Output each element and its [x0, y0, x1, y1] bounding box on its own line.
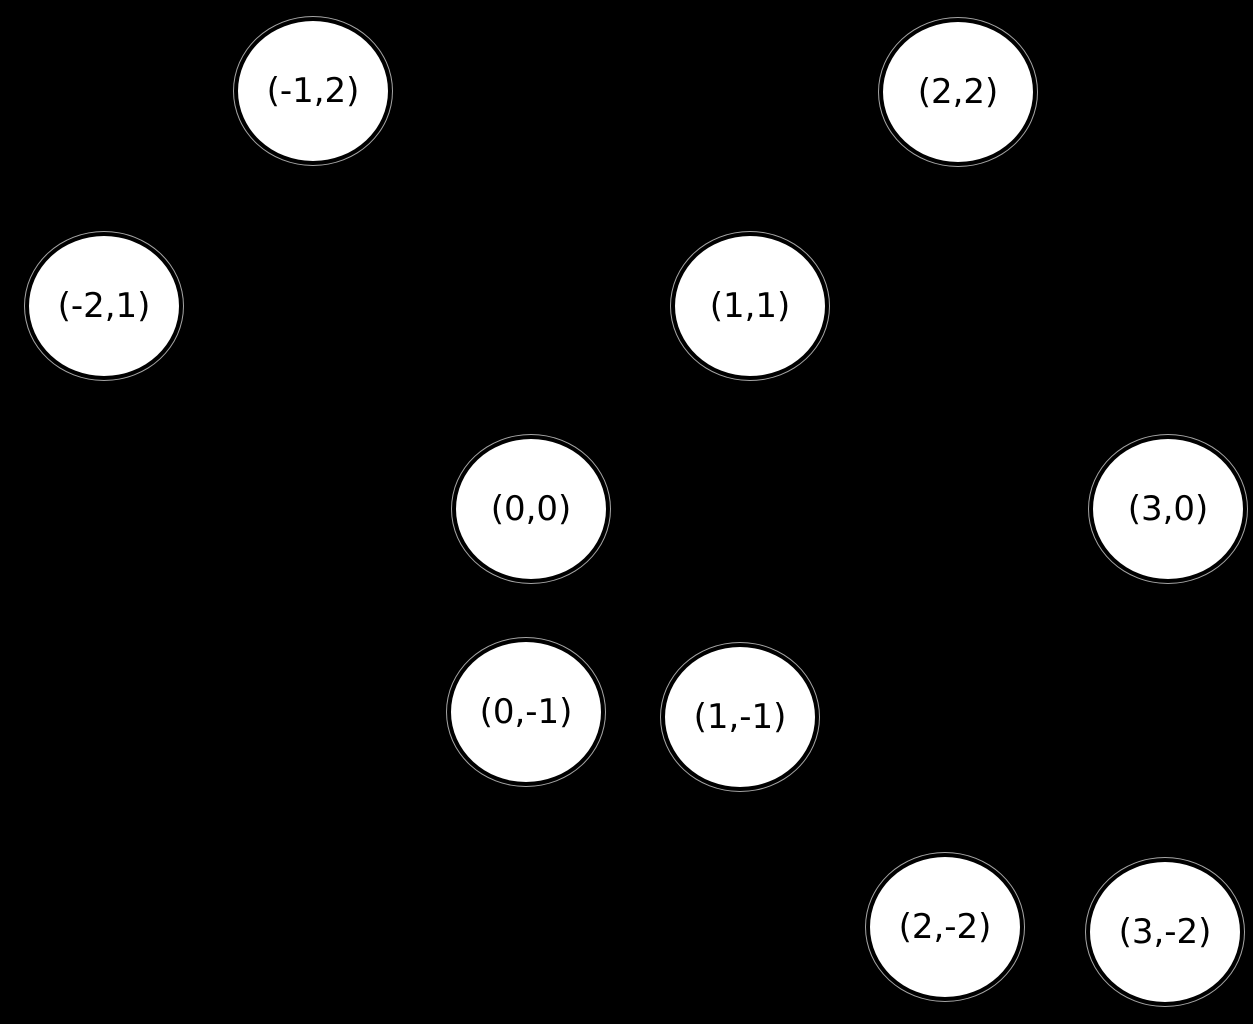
graph-node: (-2,1): [25, 232, 183, 380]
node-label: (0,-1): [479, 692, 573, 732]
graph-node: (0,0): [452, 435, 610, 583]
node-label: (-2,1): [57, 286, 151, 326]
graph-node: (-1,2): [234, 17, 392, 165]
graph-node: (2,-2): [866, 853, 1024, 1001]
graph-node: (3,0): [1089, 435, 1247, 583]
node-label: (3,-2): [1118, 912, 1212, 952]
graph-node: (1,1): [671, 232, 829, 380]
node-label: (2,-2): [898, 907, 992, 947]
node-label: (1,1): [709, 286, 791, 326]
node-label: (3,0): [1127, 489, 1209, 529]
graph-node: (2,2): [879, 18, 1037, 166]
node-label: (-1,2): [266, 71, 360, 111]
node-label: (2,2): [917, 72, 999, 112]
node-label: (0,0): [490, 489, 572, 529]
node-label: (1,-1): [693, 697, 787, 737]
graph-node: (3,-2): [1086, 858, 1244, 1006]
graph-node: (0,-1): [447, 638, 605, 786]
graph-node: (1,-1): [661, 643, 819, 791]
